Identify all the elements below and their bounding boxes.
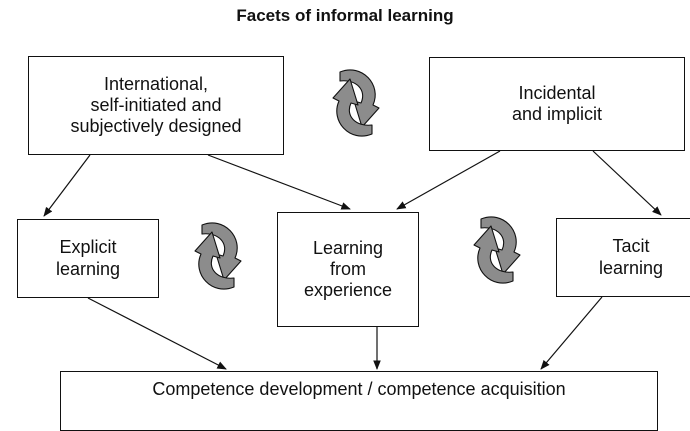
cycle-icon-right: [473, 216, 521, 284]
arrow-incidental-to-experience: [396, 150, 501, 210]
box-incidental-label: Incidental and implicit: [511, 82, 603, 124]
diagram-title: Facets of informal learning: [236, 6, 454, 25]
box-competence-label: Competence development / competence acqu…: [152, 379, 566, 399]
box-tacit-learning: Tacit learning: [556, 218, 690, 297]
arrow-intentional-to-explicit: [43, 154, 91, 217]
box-explicit-label: Explicit learning: [55, 237, 121, 279]
connector-layer: [43, 69, 662, 370]
box-intentional-label: International, self-initiated and subjec…: [70, 73, 242, 137]
arrow-explicit-to-competence: [87, 297, 227, 370]
cycle-icon-left: [194, 222, 242, 290]
box-learning-from-experience: Learning from experience: [277, 212, 419, 327]
arrow-tacit-to-competence: [540, 296, 603, 370]
box-experience-label: Learning from experience: [303, 237, 393, 301]
box-competence-development: Competence development / competence acqu…: [60, 371, 658, 431]
arrow-incidental-to-tacit: [592, 150, 662, 216]
box-incidental-learning: Incidental and implicit: [429, 57, 685, 151]
cycle-icon-top: [332, 69, 380, 137]
box-intentional-learning: International, self-initiated and subjec…: [28, 56, 284, 155]
arrow-intentional-to-experience: [207, 154, 351, 210]
box-explicit-learning: Explicit learning: [17, 219, 159, 298]
box-tacit-label: Tacit learning: [598, 236, 664, 278]
